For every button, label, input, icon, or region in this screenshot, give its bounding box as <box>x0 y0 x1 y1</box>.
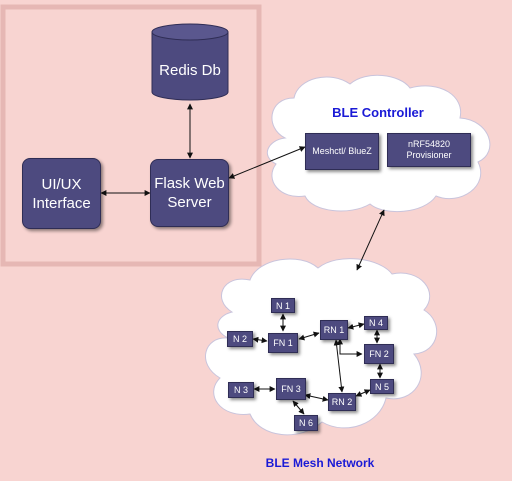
flask-web-server-node: Flask Web Server <box>150 159 229 227</box>
ble-mesh-network-title: BLE Mesh Network <box>265 456 375 470</box>
system-boundary <box>0 4 262 267</box>
link-rn2-n5 <box>355 389 371 397</box>
mesh-node-rn1: RN 1 <box>320 320 348 340</box>
mesh-node-rn2: RN 2 <box>328 393 356 411</box>
link-rn1-rn2 <box>333 339 345 393</box>
link-fn1-rn1 <box>298 331 320 341</box>
mesh-node-n3: N 3 <box>228 382 254 398</box>
connector-flask-meshctl <box>228 146 306 179</box>
link-fn3-rn2 <box>304 393 329 402</box>
mesh-node-n2: N 2 <box>227 331 253 347</box>
mesh-node-n5: N 5 <box>370 379 394 394</box>
mesh-node-fn1: FN 1 <box>268 333 298 353</box>
mesh-links <box>252 313 383 415</box>
mesh-node-fn3: FN 3 <box>276 378 306 400</box>
connector-controller-mesh <box>356 209 385 271</box>
meshctl-bluez-node: Meshctl/ BlueZ <box>305 133 379 170</box>
link-rn1-n4 <box>347 322 365 330</box>
link-n2-fn1 <box>252 336 268 344</box>
ui-ux-interface-label: UI/UX Interface <box>32 175 91 212</box>
ble-controller-title: BLE Controller <box>332 105 424 120</box>
meshctl-bluez-label: Meshctl/ BlueZ <box>312 146 372 156</box>
nrf-provisioner-node: nRF54820 Provisioner <box>387 133 471 167</box>
nrf-provisioner-label: nRF54820 Provisioner <box>406 139 452 160</box>
ui-ux-interface-node: UI/UX Interface <box>22 158 101 229</box>
link-fn3-n6 <box>292 400 305 415</box>
redis-db-cylinder <box>151 23 229 101</box>
mesh-node-n6: N 6 <box>294 415 318 431</box>
mesh-node-n4: N 4 <box>364 316 388 330</box>
flask-web-server-label: Flask Web Server <box>154 175 225 211</box>
mesh-node-fn2: FN 2 <box>364 344 394 364</box>
mesh-node-n1: N 1 <box>271 298 295 313</box>
